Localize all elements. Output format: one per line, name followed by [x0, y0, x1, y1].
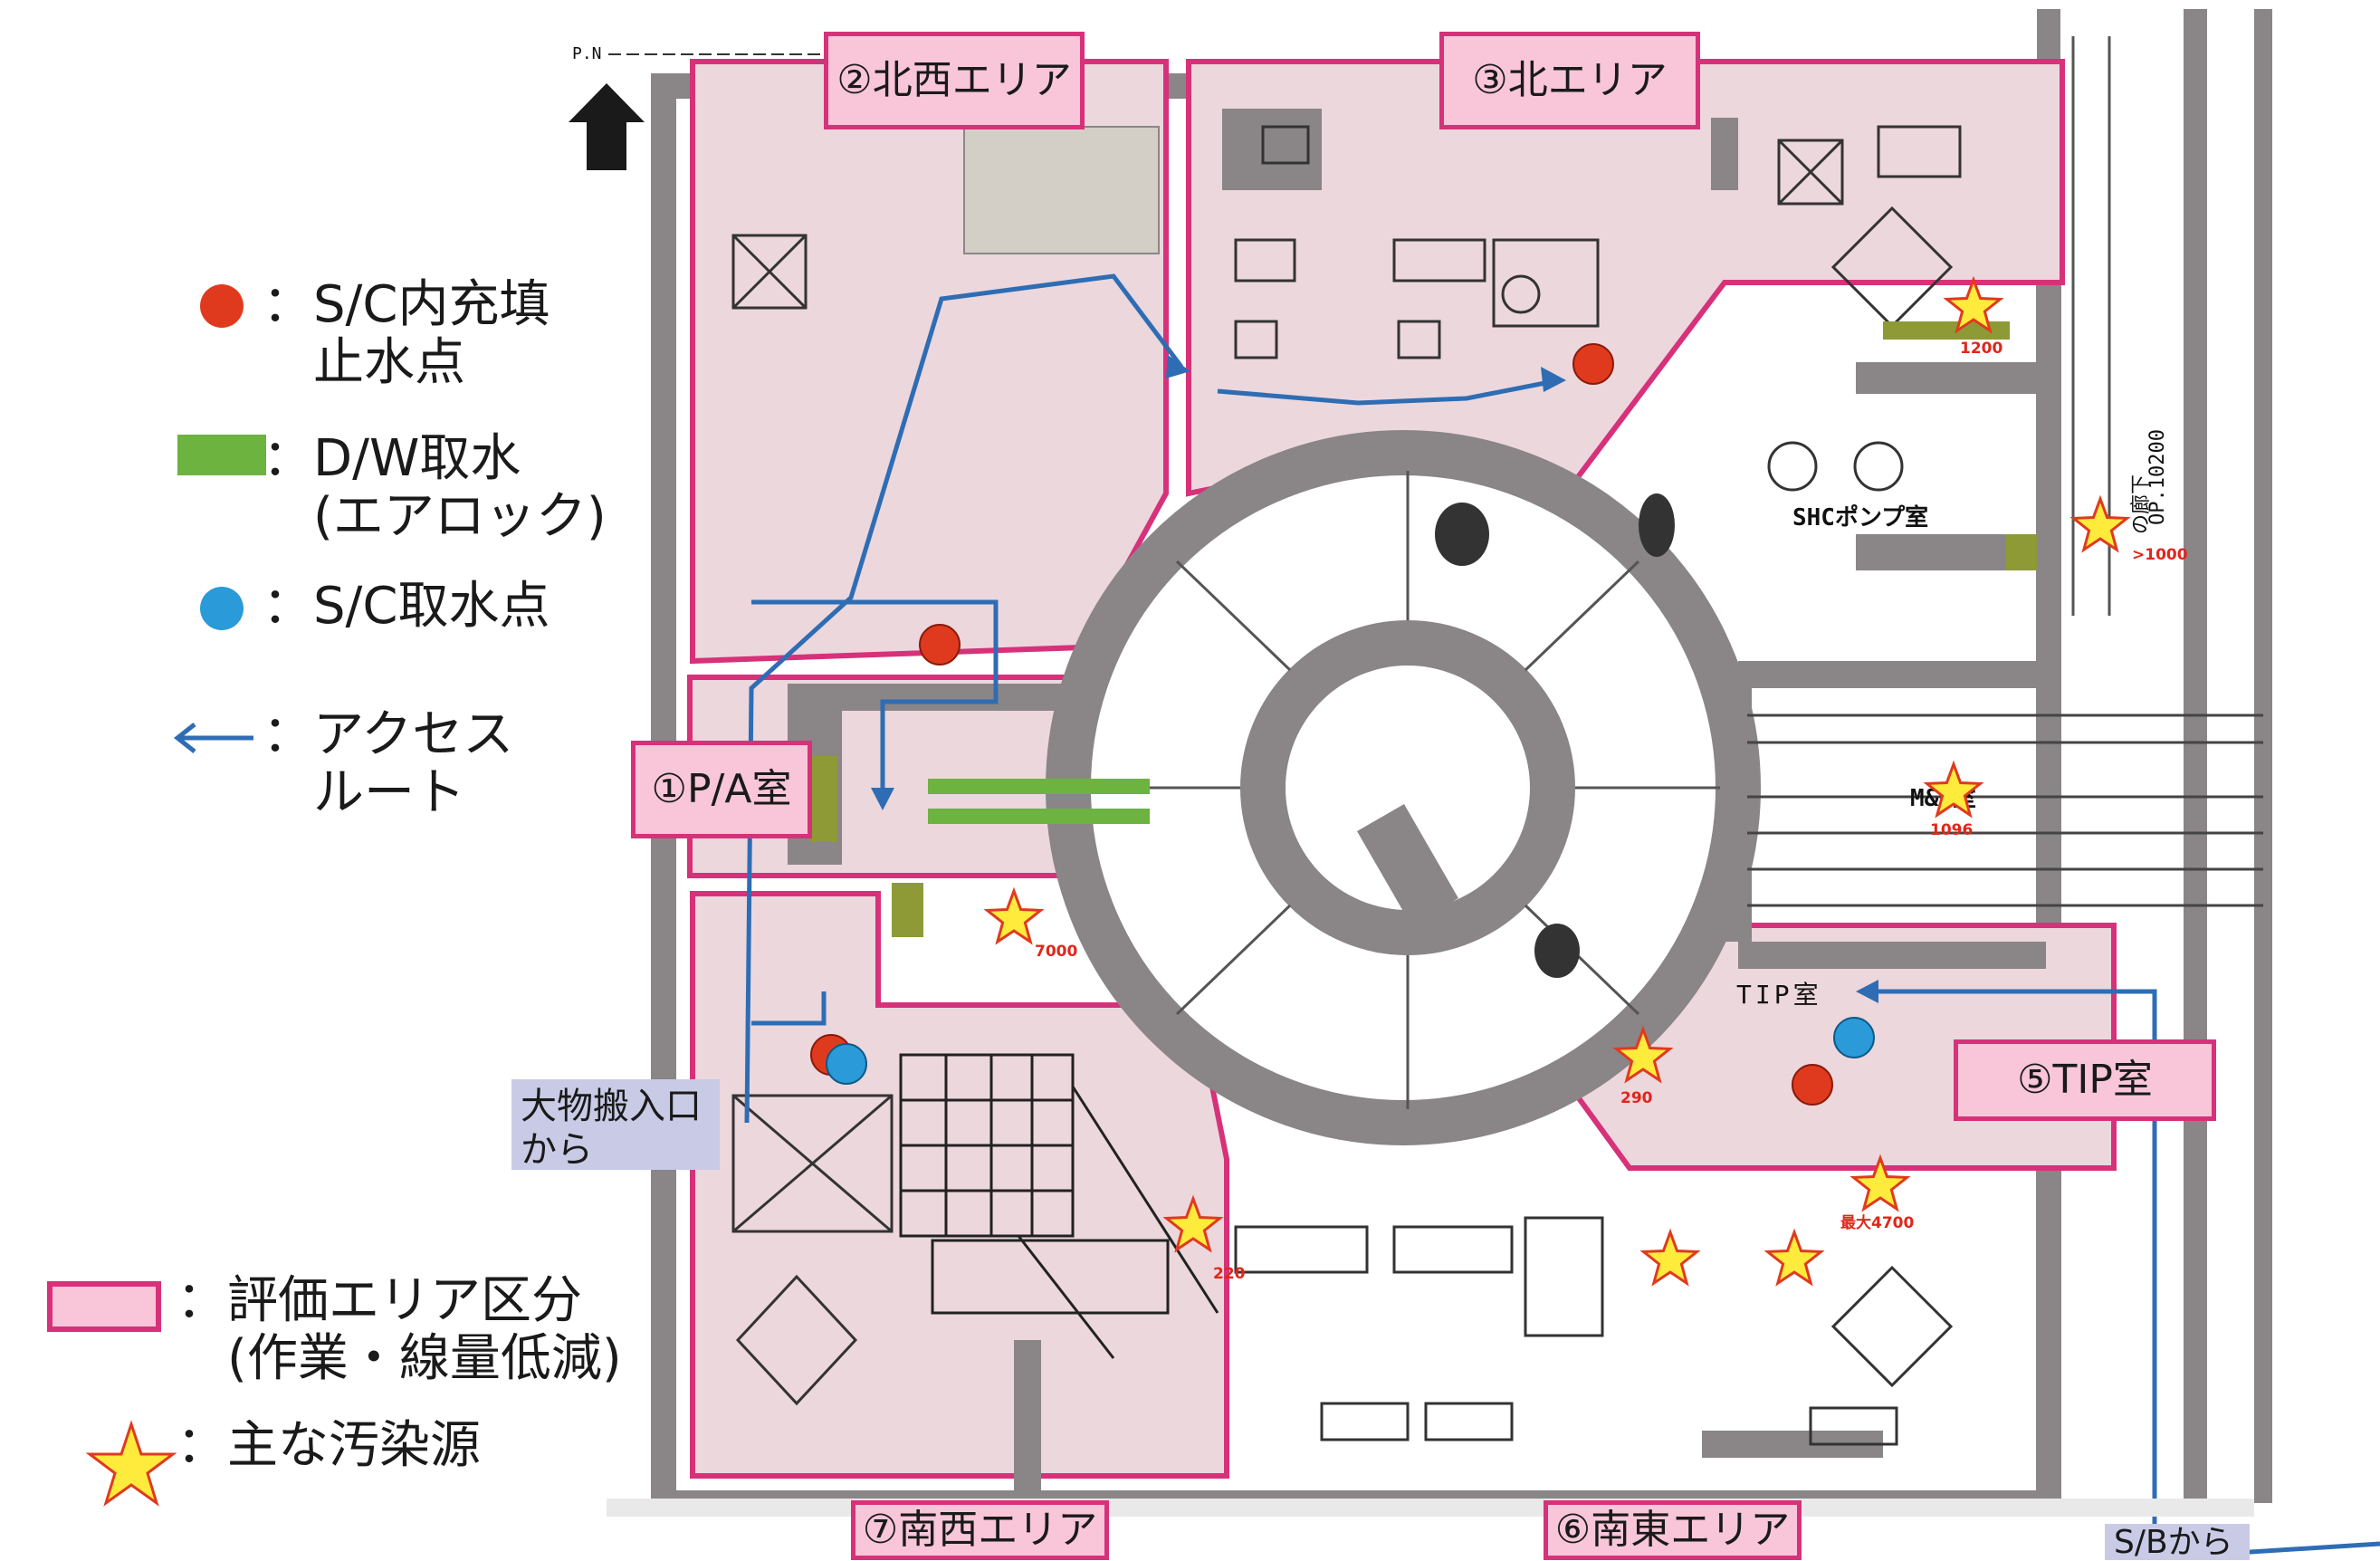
dw-intake-marker — [2005, 534, 2037, 570]
dw-intake-bar — [928, 779, 1150, 794]
sc-intake-point — [1833, 1017, 1875, 1058]
wall-block — [1014, 1340, 1041, 1503]
legend-eval-area-label: ：評価エリア区分 (作業・線量低減) — [177, 1271, 622, 1388]
dose-label-sw: 7000 — [1035, 943, 1077, 961]
contamination-star-icon — [2069, 494, 2131, 553]
wall-block — [1856, 362, 2046, 394]
dw-intake-marker — [1883, 321, 2010, 340]
dose-label-north: 1200 — [1960, 340, 2002, 358]
ms-piping — [1747, 713, 2263, 907]
contamination-star-icon — [983, 886, 1045, 945]
legend-contamination-label: ：主な汚染源 — [177, 1416, 481, 1475]
north-arrow-icon — [569, 83, 645, 170]
wall-block — [1222, 109, 1322, 190]
dose-label-east-corridor: >1000 — [2132, 546, 2188, 564]
legend-sc-fill-stop-label: ：S/C内充填 止水点 — [263, 275, 550, 392]
contamination-stars — [983, 275, 2131, 1287]
hatch-symbol — [1435, 503, 1489, 566]
area-label-north: ③北エリア — [1439, 32, 1700, 129]
grating-grid — [899, 1053, 1219, 1359]
legend-eval-area-icon — [47, 1281, 161, 1332]
room-label-op-level: OP.10200 — [2146, 429, 2169, 525]
contamination-star-icon — [1850, 1154, 1911, 1212]
fill-stop-point — [919, 624, 961, 666]
hatch-symbol — [1639, 493, 1675, 557]
equipment-block — [963, 126, 1160, 254]
legend-dw-intake-label: ：D/W取水 (エアロック) — [263, 429, 607, 546]
legend-fill-stop-icon — [200, 284, 244, 328]
room-label-shc-pump: SHCポンプ室 — [1792, 503, 1928, 532]
wall-block — [1738, 942, 2046, 969]
legend-dw-intake-icon — [177, 435, 266, 475]
contamination-star-icon — [1639, 1228, 1701, 1287]
legend-access-route-label: ：アクセス ルート — [263, 705, 514, 822]
area-label-tip-room: ⑤TIP室 — [1954, 1039, 2216, 1121]
room-label-tip: TIP室 — [1736, 980, 1822, 1010]
legend-star-icon — [85, 1420, 177, 1507]
sc-intake-point — [826, 1043, 867, 1085]
hatch-symbol — [1534, 924, 1580, 978]
north-marker: P.N — [572, 44, 602, 63]
entry-large-equipment: 大物搬入口 から — [511, 1079, 720, 1171]
area-label-southeast: ⑥南東エリア — [1544, 1500, 1802, 1560]
contamination-star-icon — [1612, 1025, 1674, 1084]
sc-intake-points — [826, 1017, 1875, 1085]
contamination-star-icon — [1162, 1194, 1224, 1253]
wall-block — [833, 684, 1077, 711]
area-label-southwest: ⑦南西エリア — [851, 1500, 1109, 1560]
contamination-star-icon — [1763, 1228, 1825, 1287]
route-arrowheads — [871, 355, 1878, 1003]
entry-sb: S/Bから — [2105, 1524, 2250, 1560]
area-label-northwest: ②北西エリア — [824, 32, 1085, 129]
dw-intake-marker — [810, 756, 837, 842]
contamination-star-icon — [1943, 275, 2004, 334]
east-edge-wall — [2254, 9, 2272, 1503]
contamination-star-icon — [1923, 760, 1984, 819]
pedestal-opening — [1357, 804, 1458, 925]
dose-label-se-max: 最大4700 — [1840, 1213, 1914, 1232]
fill-stop-point — [1792, 1064, 1833, 1106]
legend-sc-intake-label: ：S/C取水点 — [263, 577, 550, 636]
dose-label-ms: 1096 — [1930, 821, 1973, 839]
dw-intake-marker — [892, 883, 923, 937]
area-label-pa-room: ①P/A室 — [631, 741, 812, 838]
dw-intake-bar — [928, 809, 1150, 824]
legend-access-route-arrow — [173, 723, 196, 753]
east-outer-wall — [2184, 9, 2207, 1503]
legend-sc-intake-icon — [200, 587, 244, 630]
wall-block — [1711, 118, 1738, 190]
wall-block — [1738, 661, 2046, 688]
fill-stop-point — [1572, 343, 1614, 385]
room-label-corridor: の廊下 — [2130, 474, 2153, 534]
dose-label-tip: 290 — [1620, 1089, 1653, 1107]
dose-label-south: 220 — [1213, 1265, 1246, 1283]
pedestal-inner — [1286, 666, 1530, 910]
equipment-symbols — [731, 125, 1962, 1446]
